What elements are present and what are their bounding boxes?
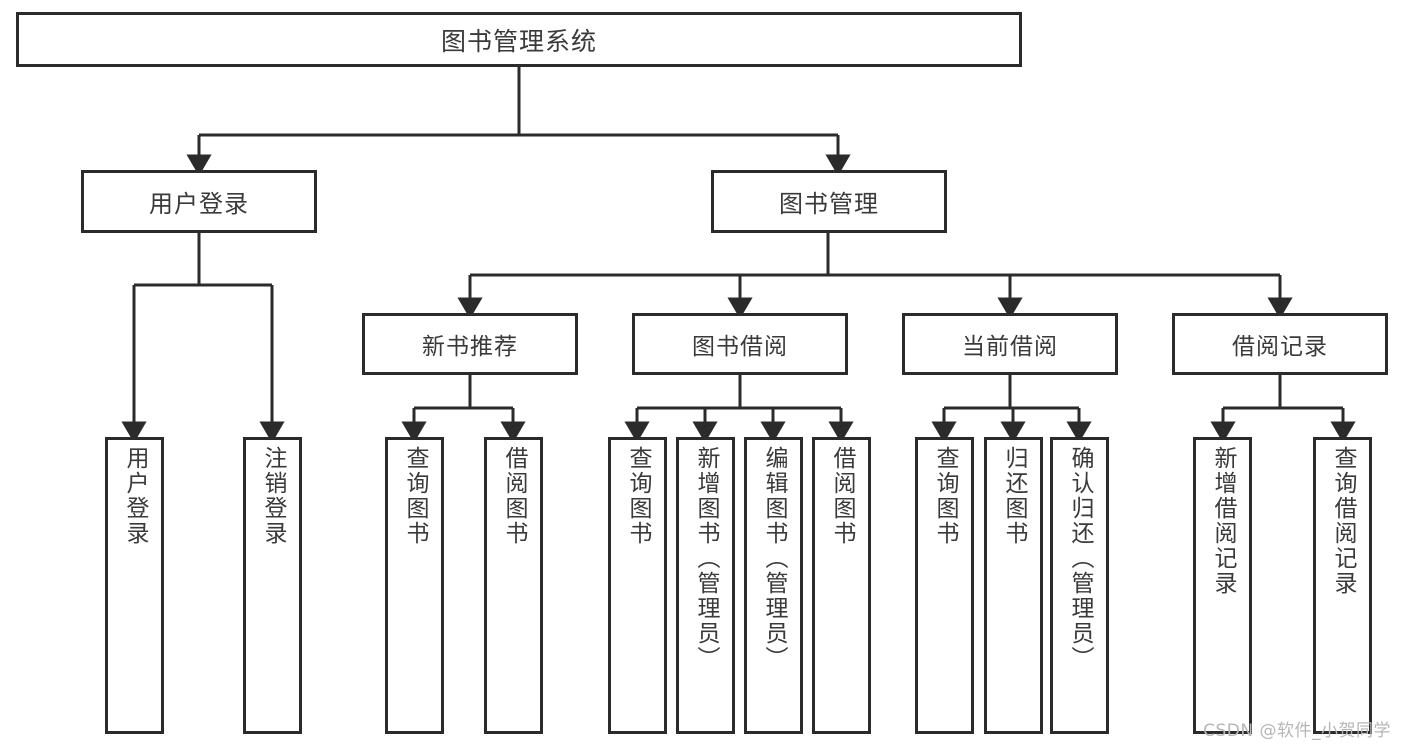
leaf-borrow-record-add[interactable]: 新增借阅记录 xyxy=(1193,437,1252,734)
node-user-login-label: 用户登录 xyxy=(149,190,249,218)
leaf-new-book-borrow-label: 借阅图书 xyxy=(501,446,527,546)
leaf-borrow-record-query-label: 查询借阅记录 xyxy=(1330,446,1356,596)
leaf-current-borrow-return[interactable]: 归还图书 xyxy=(984,437,1043,734)
leaf-book-borrow-borrow[interactable]: 借阅图书 xyxy=(812,437,871,734)
leaf-new-book-borrow[interactable]: 借阅图书 xyxy=(484,437,543,734)
leaf-book-borrow-add-label: 新增图书（管理员） xyxy=(693,446,719,671)
leaf-book-borrow-borrow-label: 借阅图书 xyxy=(829,446,855,546)
node-root[interactable]: 图书管理系统 xyxy=(16,12,1022,67)
leaf-borrow-record-add-label: 新增借阅记录 xyxy=(1210,446,1236,596)
node-book-borrow[interactable]: 图书借阅 xyxy=(632,313,848,375)
leaf-borrow-record-query[interactable]: 查询借阅记录 xyxy=(1313,437,1372,734)
leaf-current-borrow-query-label: 查询图书 xyxy=(932,446,958,546)
leaf-new-book-query-label: 查询图书 xyxy=(402,446,428,546)
node-book-management[interactable]: 图书管理 xyxy=(711,170,947,233)
leaf-new-book-query[interactable]: 查询图书 xyxy=(385,437,444,734)
node-current-borrow[interactable]: 当前借阅 xyxy=(902,313,1118,375)
node-borrow-record[interactable]: 借阅记录 xyxy=(1172,313,1388,375)
leaf-current-borrow-query[interactable]: 查询图书 xyxy=(915,437,974,734)
leaf-book-borrow-query-label: 查询图书 xyxy=(625,446,651,546)
leaf-user-login-logout[interactable]: 注销登录 xyxy=(243,437,302,734)
leaf-user-login-login[interactable]: 用户登录 xyxy=(105,437,164,734)
leaf-book-borrow-query[interactable]: 查询图书 xyxy=(608,437,667,734)
leaf-current-borrow-confirm-label: 确认归还（管理员） xyxy=(1067,446,1093,671)
watermark: CSDN @软件_小贺同学 xyxy=(1203,721,1391,741)
leaf-book-borrow-edit-label: 编辑图书（管理员） xyxy=(761,446,787,671)
node-borrow-record-label: 借阅记录 xyxy=(1232,334,1328,360)
node-current-borrow-label: 当前借阅 xyxy=(962,334,1058,360)
leaf-current-borrow-confirm[interactable]: 确认归还（管理员） xyxy=(1050,437,1109,734)
node-root-label: 图书管理系统 xyxy=(440,26,597,56)
leaf-book-borrow-edit[interactable]: 编辑图书（管理员） xyxy=(744,437,803,734)
node-book-management-label: 图书管理 xyxy=(779,190,879,218)
node-book-borrow-label: 图书借阅 xyxy=(692,334,788,360)
node-new-book-recommend-label: 新书推荐 xyxy=(422,334,518,360)
leaf-user-login-logout-label: 注销登录 xyxy=(260,446,286,546)
leaf-current-borrow-return-label: 归还图书 xyxy=(1001,446,1027,546)
leaf-book-borrow-add[interactable]: 新增图书（管理员） xyxy=(676,437,735,734)
leaf-user-login-login-label: 用户登录 xyxy=(122,446,148,546)
node-new-book-recommend[interactable]: 新书推荐 xyxy=(362,313,578,375)
node-user-login[interactable]: 用户登录 xyxy=(81,170,317,233)
